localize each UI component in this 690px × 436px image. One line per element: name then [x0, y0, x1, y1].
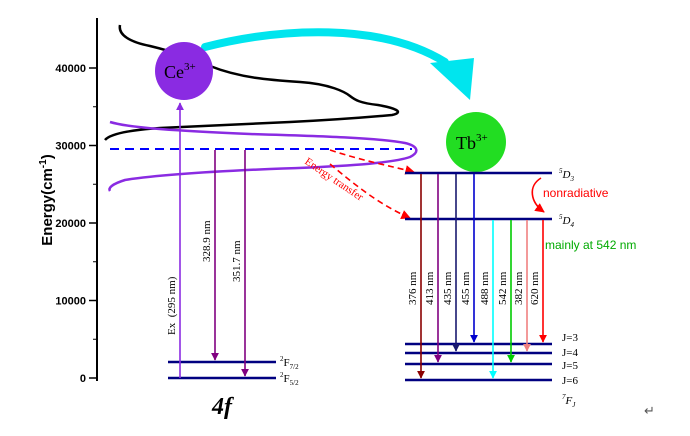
- ce-level-2f52-label: 2F5/2: [280, 371, 299, 387]
- emission-curve: [104, 24, 400, 141]
- energy-transfer-label: Energy transfer: [302, 156, 365, 204]
- y-tick-label-10000: 10000: [55, 296, 86, 308]
- excitation-curve: [108, 120, 418, 192]
- ce-excitation-label: Ex (295 nm): [166, 276, 178, 335]
- tb-transition-542-label: 542 nm: [497, 271, 509, 305]
- tb-level-5d4-label: 5D4: [559, 213, 574, 229]
- tb-transitions: 376 nm 413 nm 435 nm 455 nm 488 nm 542 n…: [407, 174, 547, 379]
- transfer-arrow: [201, 28, 449, 66]
- tb-level-5d3-label: 5D3: [559, 167, 574, 183]
- y-tick-label-20000: 20000: [55, 218, 86, 230]
- ce-emission-352-label: 351.7 nm: [231, 240, 243, 282]
- ce-ion: Ce3+: [155, 42, 213, 100]
- return-glyph: ↵: [644, 403, 655, 418]
- tb-transition-582-label: 382 nm: [513, 271, 525, 305]
- ce-level-2f72-label: 2F7/2: [280, 355, 299, 371]
- ce-label: Ce3+: [164, 61, 196, 82]
- tb-level-j6-label: J=6: [562, 375, 578, 387]
- y-axis-label: Energy(cm-1): [38, 154, 56, 245]
- nonradiative-label: nonradiative: [543, 186, 609, 200]
- tb-ion: Tb3+: [446, 112, 506, 172]
- tb-transition-488-label: 488 nm: [479, 271, 491, 305]
- ce-4f-label: 4f: [211, 394, 234, 420]
- energy-transfer-arrow-to-5d3: [329, 149, 415, 175]
- ce-levels: 2F7/2 2F5/2: [168, 355, 299, 387]
- y-axis: 0 10000 20000 30000 40000 Energy(cm-1): [38, 18, 98, 385]
- tb-level-j3-label: J=3: [562, 332, 578, 344]
- nonradiative-arrow: [531, 177, 545, 213]
- tb-label: Tb3+: [456, 132, 488, 153]
- y-tick-label-30000: 30000: [55, 141, 86, 153]
- tb-transition-435-label: 435 nm: [442, 271, 454, 305]
- tb-transition-413-label: 413 nm: [424, 271, 436, 305]
- transfer-arrow-head: [430, 58, 474, 100]
- y-tick-label-0: 0: [80, 373, 86, 385]
- mainly-542-label: mainly at 542 nm: [545, 238, 636, 252]
- tb-level-j4-label: J=4: [562, 347, 578, 359]
- tb-ground-levels: J=3 J=4 J=5 J=6 7FJ: [405, 332, 578, 409]
- ce-emission-329-label: 328.9 nm: [201, 220, 213, 262]
- tb-circle: [446, 112, 506, 172]
- tb-level-j5-label: J=5: [562, 360, 578, 372]
- tb-transition-376-label: 376 nm: [407, 271, 419, 305]
- ce-transitions: Ex (295 nm) 328.9 nm 351.7 nm: [166, 102, 249, 378]
- tb-transition-455-label: 455 nm: [460, 271, 472, 305]
- y-tick-label-40000: 40000: [55, 63, 86, 75]
- ce-circle: [155, 42, 213, 100]
- tb-transition-620-label: 620 nm: [529, 271, 541, 305]
- tb-excited-levels: 5D3 5D4: [405, 167, 574, 229]
- tb-ground-term-label: 7FJ: [562, 393, 576, 409]
